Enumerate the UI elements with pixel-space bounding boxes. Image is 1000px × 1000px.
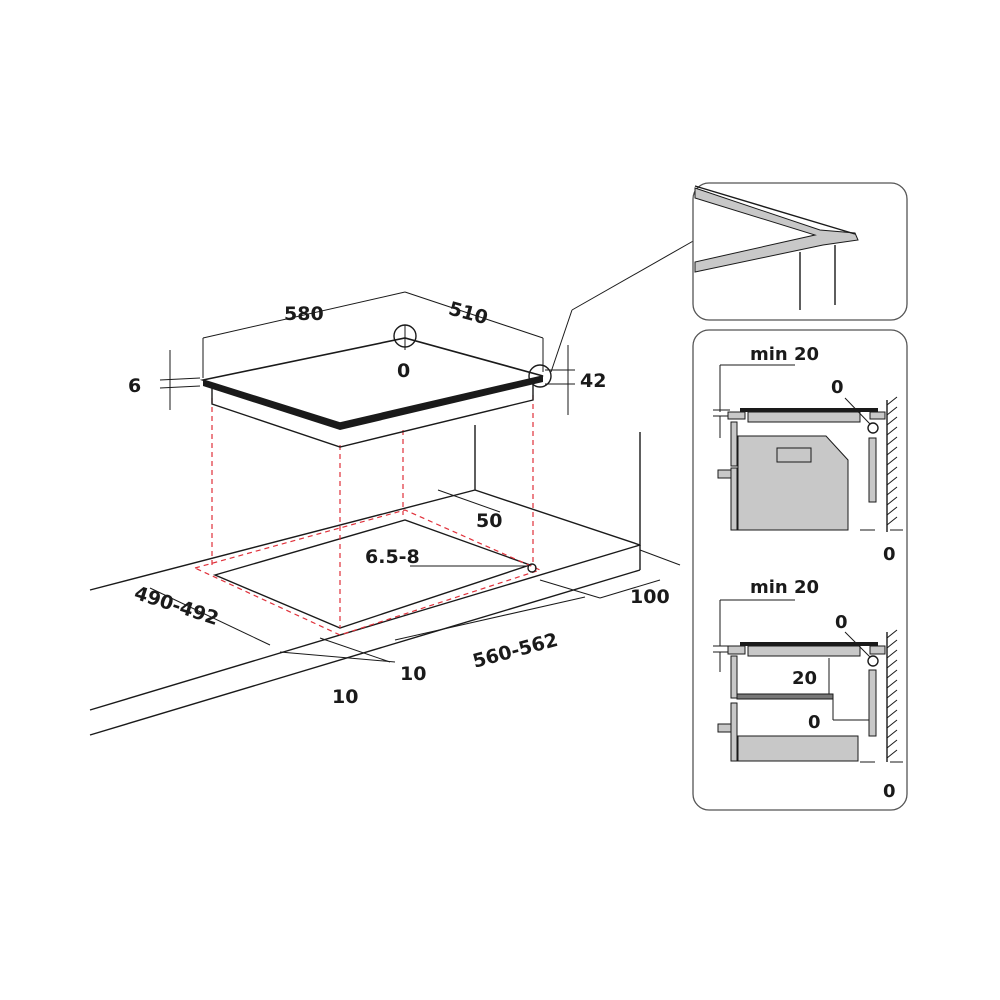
margin-left-label: 10 bbox=[332, 686, 358, 708]
width-label: 580 bbox=[284, 303, 324, 325]
cutout bbox=[193, 395, 542, 636]
top-gap-label: 0 bbox=[831, 377, 844, 398]
bottom-wall-label: 0 bbox=[883, 781, 896, 802]
bottom-min-label: min 20 bbox=[750, 577, 819, 598]
panel-labels: min 20 0 0 min 20 0 20 0 0 bbox=[750, 344, 896, 802]
hole-label: 6.5-8 bbox=[365, 546, 420, 568]
side-gap-label: 0 bbox=[808, 712, 821, 733]
wall-gap-label: 100 bbox=[630, 586, 670, 608]
hole-marker bbox=[527, 563, 537, 573]
wall-hatch-top bbox=[886, 396, 898, 526]
front-gap-label: 50 bbox=[476, 510, 502, 532]
hob bbox=[199, 239, 696, 448]
wall-hatch-bottom bbox=[886, 629, 898, 759]
top-min-label: min 20 bbox=[750, 344, 819, 365]
depth-label: 510 bbox=[446, 298, 490, 330]
main-labels: 580 510 0 6 42 50 6.5-8 100 490-492 560-… bbox=[128, 298, 670, 708]
margin-right-label: 10 bbox=[400, 663, 426, 685]
shelf-gap-label: 20 bbox=[792, 668, 817, 689]
edge-detail-circle bbox=[528, 364, 552, 388]
cut-depth-label: 490-492 bbox=[132, 582, 222, 630]
cut-width-label: 560-562 bbox=[470, 629, 560, 673]
countertop bbox=[89, 425, 681, 736]
dimension-lines bbox=[149, 291, 661, 663]
height-label: 42 bbox=[580, 370, 606, 392]
corner-label: 0 bbox=[397, 360, 410, 382]
thickness-label: 6 bbox=[128, 375, 141, 397]
clearance-panel bbox=[692, 329, 908, 811]
top-wall-label: 0 bbox=[883, 544, 896, 565]
edge-detail-panel bbox=[692, 182, 908, 321]
bottom-gap-label: 0 bbox=[835, 612, 848, 633]
